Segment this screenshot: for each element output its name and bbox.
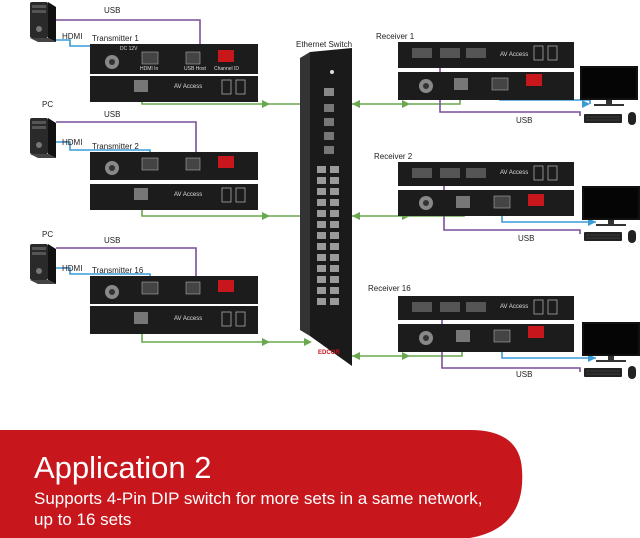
banner-subtitle: Supports 4-Pin DIP switch for more sets … [34, 489, 483, 529]
banner-shape [0, 430, 523, 538]
usb-label-tx2: USB [104, 110, 121, 119]
banner-title: Application 2 [34, 450, 212, 485]
usb-host-label: USB Host [184, 66, 206, 72]
transmitter-16-label: Transmitter 16 [92, 266, 144, 275]
monitor-16-icon [582, 322, 640, 362]
monitor-1-icon [580, 66, 638, 106]
usb-label-rx1: USB [516, 116, 533, 125]
transmitter-2-unit [90, 152, 258, 210]
av-access-label: AV Access [500, 304, 529, 310]
hdmi-label-tx2: HDMI [62, 138, 83, 147]
keyboard-mouse-2-icon [583, 229, 637, 244]
transmitter-1-label: Transmitter 1 [92, 34, 139, 43]
receiver-2-unit [398, 162, 574, 216]
ethernet-switch-unit [300, 48, 352, 366]
keyboard-mouse-1-icon [583, 111, 637, 126]
av-access-label: AV Access [174, 84, 203, 90]
switch-brand-label: EDCOR [318, 350, 340, 356]
hdmi-in-label: HDMI In [140, 66, 159, 72]
usb-label-rx16: USB [516, 370, 533, 379]
monitor-2-icon [582, 186, 640, 226]
usb-label-tx16: USB [104, 236, 121, 245]
transmitter-1-unit [90, 44, 258, 102]
pc-1-icon [30, 2, 56, 42]
pc-2-icon [30, 118, 56, 158]
application-banner: Application 2 Supports 4-Pin DIP switch … [0, 430, 640, 538]
av-access-label: AV Access [174, 316, 203, 322]
keyboard-mouse-16-icon [583, 365, 637, 380]
pc-2-label: PC [42, 100, 54, 109]
receiver-1-label: Receiver 1 [376, 32, 415, 41]
diagram-canvas [30, 2, 640, 380]
receiver-16-unit [398, 296, 574, 352]
ethernet-switch-label: Ethernet Switch [296, 40, 353, 49]
pc-16-icon [30, 244, 56, 284]
usb-label-tx1: USB [104, 6, 121, 15]
hdmi-label-tx1: HDMI [62, 32, 83, 41]
receiver-16-label: Receiver 16 [368, 284, 411, 293]
av-access-label: AV Access [500, 170, 529, 176]
transmitter-2-label: Transmitter 2 [92, 142, 139, 151]
hdmi-arrow [582, 100, 590, 108]
usb-label-rx2: USB [518, 234, 535, 243]
av-access-label: AV Access [174, 192, 203, 198]
transmitter-16-unit [90, 276, 258, 334]
av-access-label: AV Access [500, 52, 529, 58]
channel-id-label: Channel ID [214, 66, 240, 72]
dc-port-label: DC 12V [120, 46, 138, 52]
topology-diagram: Ethernet Switch Transmitter 1 Transmitte… [30, 2, 640, 380]
hdmi-label-tx16: HDMI [62, 264, 83, 273]
pc-16-label: PC [42, 230, 54, 239]
receiver-1-unit [398, 42, 574, 100]
receiver-2-label: Receiver 2 [374, 152, 413, 161]
